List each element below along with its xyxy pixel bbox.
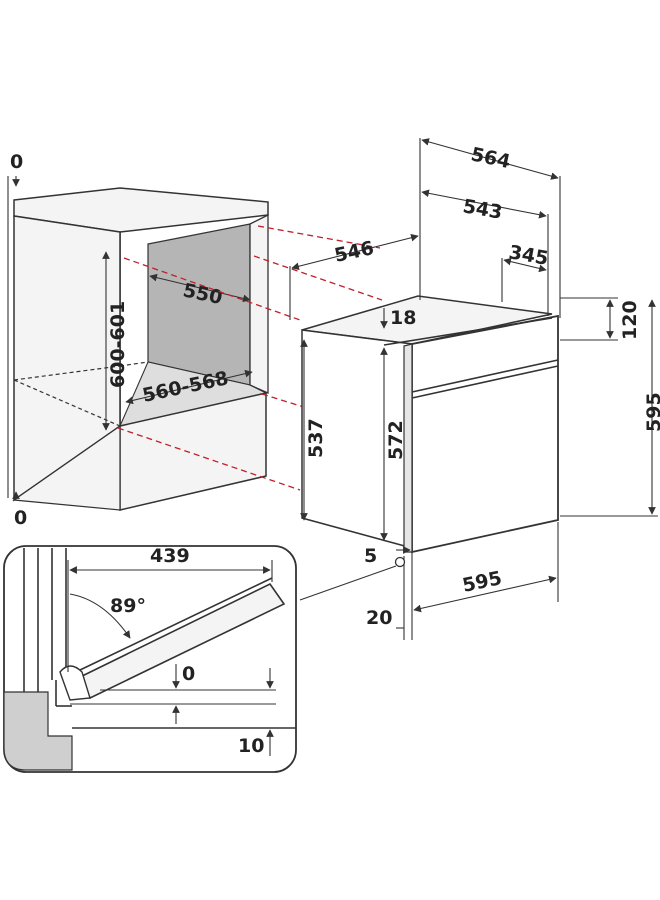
oven-front [411, 314, 559, 554]
label-oven-body-depth: 543 [461, 195, 504, 224]
label-niche-height: 600-601 [107, 301, 129, 388]
label-front-width: 595 [460, 567, 503, 597]
label-cabinet-top-zero: 0 [10, 151, 23, 173]
door-hinge [59, 665, 91, 701]
label-door-angle: 89° [110, 595, 146, 617]
label-door-width: 439 [150, 545, 190, 567]
label-body-height-front: 572 [385, 420, 407, 460]
label-door-gap-top: 0 [182, 663, 195, 685]
label-oven-total-depth: 564 [469, 143, 512, 173]
label-top-panel-height: 120 [619, 300, 641, 340]
detail-floor-shade [3, 691, 73, 771]
detail-callout-marker [394, 556, 406, 568]
cabinet-upright [249, 213, 269, 395]
label-oven-niche-depth: 546 [332, 237, 375, 267]
label-front-depth: 345 [507, 241, 550, 270]
cabinet [7, 176, 269, 511]
door-detail-panel [3, 545, 297, 773]
label-panel-offset: 18 [390, 307, 416, 329]
label-front-height: 595 [643, 392, 660, 432]
label-cabinet-bottom-zero: 0 [14, 507, 27, 529]
label-body-height-side: 537 [305, 418, 327, 458]
label-bottom-gap: 5 [364, 545, 377, 567]
label-door-gap-bottom: 10 [238, 735, 264, 757]
oven [289, 138, 658, 640]
label-front-thickness: 20 [366, 607, 392, 629]
